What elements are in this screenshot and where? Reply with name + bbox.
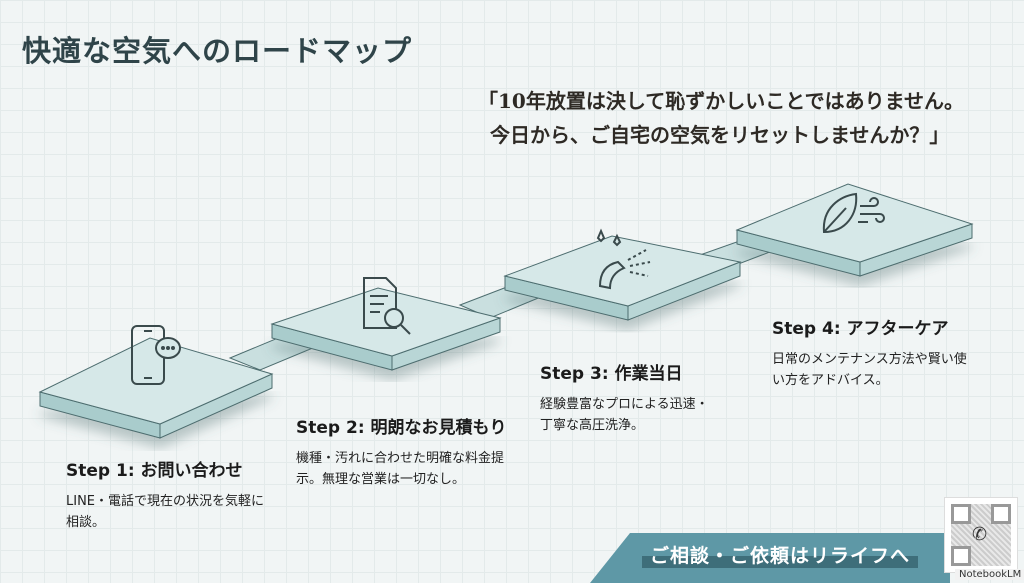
cta-banner[interactable]: ご相談・ご依頼はリライフへ <box>590 533 950 583</box>
step-2-body: 機種・汚れに合わせた明確な料金提示。無理な営業は一切なし。 <box>296 451 505 487</box>
platform-1-top <box>38 337 274 425</box>
step-1-title: Step 1: お問い合わせ <box>66 461 243 481</box>
step-3-body: 経験豊富なプロによる迅速・丁寧な高圧洗浄。 <box>540 397 709 433</box>
document-search-icon <box>363 277 411 335</box>
cta-text: ご相談・ご依頼はリライフへ <box>642 541 919 568</box>
step-4: Step 4: アフターケア 日常のメンテナンス方法や賢い使い方をアドバイス。 <box>772 314 972 391</box>
platform-3-top <box>503 235 742 307</box>
spray-nozzle-icon <box>596 228 651 290</box>
qr-code: ✆ <box>944 497 1018 573</box>
phone-icon: ✆ <box>972 524 988 545</box>
quote-line-2: 今日から、ご自宅の空気をリセットしませんか？」 <box>490 123 950 147</box>
watermark: NotebookLM <box>955 569 1024 580</box>
quote: 「10年放置は決して恥ずかしいことではありません。 今日から、ご自宅の空気をリセ… <box>478 84 964 152</box>
step-1: Step 1: お問い合わせ LINE・電話で現在の状況を気軽に相談。 <box>66 456 266 533</box>
smartphone-chat-icon <box>131 325 181 385</box>
quote-line-1: 「10年放置は決して恥ずかしいことではありません。 <box>478 89 965 113</box>
step-4-title: Step 4: アフターケア <box>772 319 949 339</box>
step-2: Step 2: 明朗なお見積もり 機種・汚れに合わせた明確な料金提示。無理な営業… <box>296 413 507 490</box>
step-3: Step 3: 作業当日 経験豊富なプロによる迅速・丁寧な高圧洗浄。 <box>540 359 720 436</box>
step-4-body: 日常のメンテナンス方法や賢い使い方をアドバイス。 <box>772 352 967 388</box>
platform-4-top <box>735 183 974 263</box>
page-title: 快適な空気へのロードマップ <box>22 34 413 68</box>
step-3-title: Step 3: 作業当日 <box>540 364 683 384</box>
leaf-wind-icon <box>822 192 885 234</box>
step-1-body: LINE・電話で現在の状況を気軽に相談。 <box>66 494 265 530</box>
step-2-title: Step 2: 明朗なお見積もり <box>296 418 507 438</box>
